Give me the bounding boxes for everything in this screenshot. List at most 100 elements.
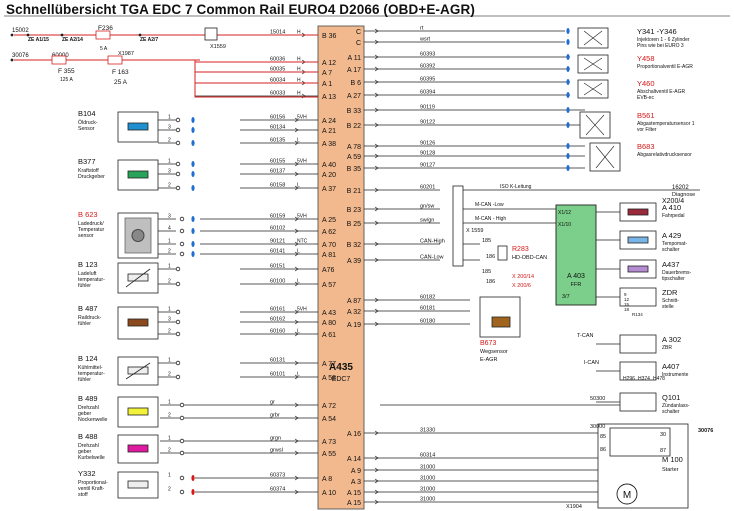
component-desc: fühler: [78, 321, 91, 327]
connector-cap-blue: [191, 185, 195, 191]
pin-number: 2: [168, 448, 171, 454]
component-desc: Ladedruck/: [78, 221, 104, 227]
arrow: [294, 309, 299, 315]
component-desc: Fahrpedal: [662, 213, 685, 219]
lamp-label: H478: [653, 376, 665, 382]
fuse-icon: [95, 30, 111, 40]
signal-label: M-CAN - High: [475, 216, 506, 222]
wire-number: 60159: [270, 214, 285, 220]
sensor-photo-detail: [131, 229, 145, 242]
arrow: [374, 122, 379, 128]
arrow: [374, 143, 379, 149]
component-desc: Nockenwelle: [78, 417, 108, 423]
fuse-label: F236: [98, 25, 113, 32]
switch-element: [627, 236, 649, 244]
ecu-left-pin: A 40: [322, 162, 336, 169]
ecu-right-pin: A 27: [347, 93, 361, 100]
component-a410-id: A 410: [662, 203, 681, 212]
arrow: [374, 206, 379, 212]
ecu-left-pin: A 77: [322, 361, 336, 368]
fuse-amp: 5 A: [100, 46, 108, 52]
plug-pin: [175, 281, 181, 287]
component-desc: sensor: [78, 233, 94, 239]
pin-number: 2: [168, 279, 171, 285]
pin-number: 186: [486, 254, 495, 260]
signal-type: H: [297, 91, 301, 97]
page-title: Schnellübersicht TGA EDC 7 Common Rail E…: [6, 2, 475, 17]
fuse-amp: 25 A: [114, 79, 128, 86]
connector-cap-red: [191, 475, 195, 481]
wire-number: 60392: [420, 64, 435, 70]
wire-number: 60161: [270, 307, 285, 313]
ecu-left-pin: A 10: [322, 490, 336, 497]
pin-number: 30: [660, 432, 666, 438]
b673-id: B673: [480, 340, 496, 347]
wire-number: gr: [270, 400, 275, 406]
zdr-pin: 12: [624, 297, 630, 302]
zdr-pin: 15: [624, 302, 630, 307]
wire-number: 60134: [270, 125, 285, 131]
component-a429-id: A 429: [662, 231, 681, 240]
ecu-right-pin: A 39: [347, 258, 361, 265]
arrow: [294, 117, 299, 123]
diag-label: X200/4: [662, 198, 684, 205]
wire-number: 60160: [270, 329, 285, 335]
ze-label: ZE A2/14: [62, 37, 83, 43]
connector-cap-blue: [566, 92, 570, 98]
pin-number: 185: [482, 269, 491, 275]
x200-label: X 200/6: [512, 283, 531, 289]
component-a407-id: A407: [662, 362, 680, 371]
connector-cap-red: [191, 489, 195, 495]
arrow: [294, 319, 299, 325]
motor-label: M: [623, 490, 631, 501]
wire-number: CAN-Low: [420, 255, 444, 261]
signal-type: L: [297, 249, 300, 255]
wire-number: 60374: [270, 487, 285, 493]
component-desc: schalter: [662, 409, 680, 415]
signal-label: ISO K-Leitung: [500, 184, 532, 190]
connector-cap-blue: [191, 171, 195, 177]
relay-box: [609, 427, 671, 457]
signal-type: H: [297, 78, 301, 84]
wire-number: 60100: [270, 279, 285, 285]
connector-cap-blue: [191, 140, 195, 146]
fuse-icon: [51, 55, 67, 65]
component-desc: Starter: [662, 467, 679, 473]
component-a437-id: A437: [662, 260, 680, 269]
arrow: [374, 79, 379, 85]
wire-number: 60131: [270, 358, 285, 364]
signal-type: 5VH: [297, 115, 307, 121]
component-desc: Kurbelwelle: [78, 455, 105, 461]
component-q101-box: [619, 392, 657, 412]
component-desc: ventil Kraft-: [78, 486, 105, 492]
junction-dot: [138, 33, 142, 37]
wire-number: 60182: [420, 295, 435, 301]
wire-number: sw/gn: [420, 218, 434, 224]
wire-number: rt: [420, 26, 424, 32]
wire-number: 60101: [270, 372, 285, 378]
arrow: [374, 489, 379, 495]
component-desc: geber: [78, 449, 92, 455]
ecu-right-pin: B 32: [347, 242, 362, 249]
component-desc: tipschalter: [662, 276, 685, 282]
ecu-left-pin: A 8: [322, 476, 332, 483]
ecu-left-pin: A 24: [322, 118, 336, 125]
x200-label: X 200/14: [512, 274, 534, 280]
arrow: [374, 28, 379, 34]
plug-pin: [175, 374, 181, 380]
ecu-left-pin: A 38: [322, 141, 336, 148]
wire-number: 60102: [270, 226, 285, 232]
ecu-right-pin: A 11: [348, 55, 362, 62]
component-desc: Druckgeber: [78, 174, 105, 180]
ecu-left-pin: A 57: [322, 282, 336, 289]
sensor-element: [127, 444, 149, 453]
pin-number: 2: [168, 249, 171, 255]
sensor-element: [127, 366, 149, 375]
ecu-right-pin: A 15: [347, 500, 361, 507]
component-desc: Kühlmittel-: [78, 365, 103, 371]
connector-cap-blue: [191, 127, 195, 133]
arrow: [374, 308, 379, 314]
pin-number: 2: [168, 487, 171, 493]
component-desc: stoff: [78, 492, 88, 498]
component-desc: schalter: [662, 247, 680, 253]
